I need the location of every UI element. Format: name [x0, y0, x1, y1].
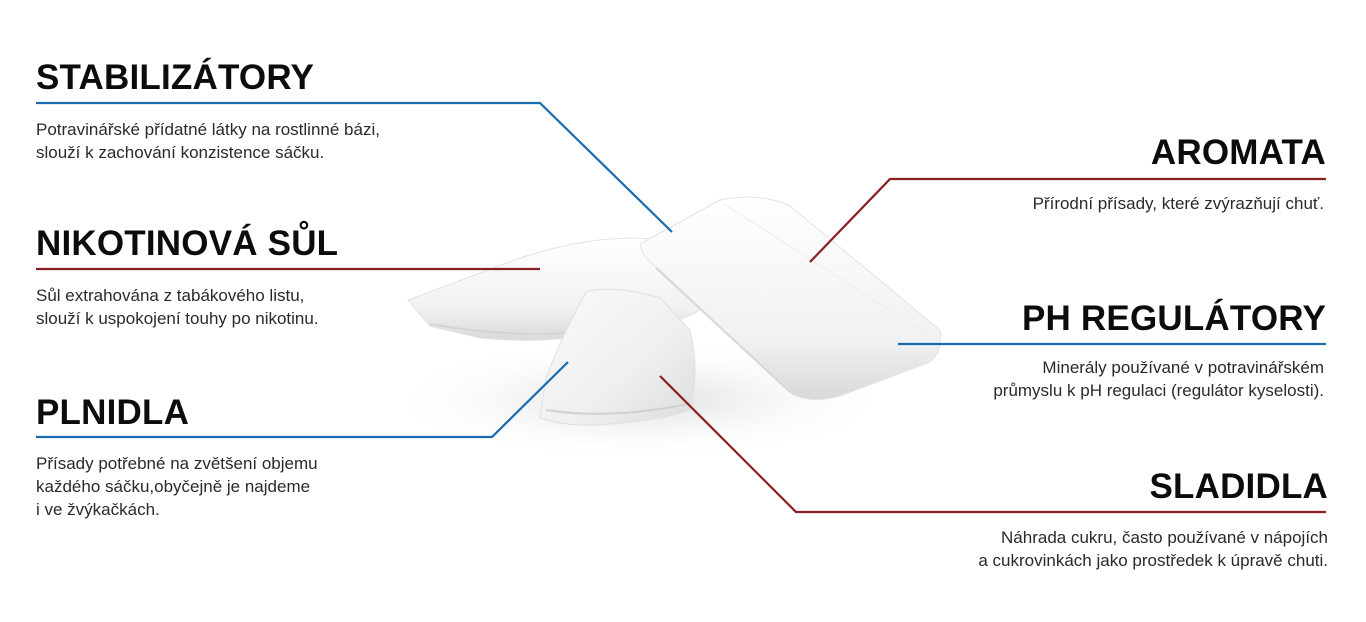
desc-line: Sůl extrahována z tabákového listu,: [36, 284, 319, 307]
heading-ph-regulatory: PH REGULÁTORY: [1022, 299, 1326, 339]
desc-sladidla: Náhrada cukru, často používané v nápojíc…: [978, 526, 1328, 572]
desc-line: a cukrovinkách jako prostředek k úpravě …: [978, 549, 1328, 572]
desc-ph-regulatory: Minerály používané v potravinářském prům…: [993, 356, 1324, 402]
desc-line: Potravinářské přídatné látky na rostlinn…: [36, 118, 380, 141]
heading-stabilizatory: STABILIZÁTORY: [36, 58, 314, 98]
desc-line: každého sáčku,obyčejně je najdeme: [36, 475, 318, 498]
desc-plnidla: Přísady potřebné na zvětšení objemu každ…: [36, 452, 318, 521]
heading-nikotinova-sul: NIKOTINOVÁ SŮL: [36, 224, 338, 264]
desc-line: Minerály používané v potravinářském: [993, 356, 1324, 379]
desc-nikotinova-sul: Sůl extrahována z tabákového listu, slou…: [36, 284, 319, 330]
desc-line: Náhrada cukru, často používané v nápojíc…: [978, 526, 1328, 549]
desc-line: Přísady potřebné na zvětšení objemu: [36, 452, 318, 475]
desc-line: slouží k zachování konzistence sáčku.: [36, 141, 380, 164]
heading-aromata: AROMATA: [1151, 133, 1326, 173]
desc-line: slouží k uspokojení touhy po nikotinu.: [36, 307, 319, 330]
desc-stabilizatory: Potravinářské přídatné látky na rostlinn…: [36, 118, 380, 164]
desc-line: Přírodní přísady, které zvýrazňují chuť.: [1033, 192, 1324, 215]
desc-line: i ve žvýkačkách.: [36, 498, 318, 521]
heading-plnidla: PLNIDLA: [36, 393, 189, 433]
desc-aromata: Přírodní přísady, které zvýrazňují chuť.: [1033, 192, 1324, 215]
desc-line: průmyslu k pH regulaci (regulátor kyselo…: [993, 379, 1324, 402]
heading-sladidla: SLADIDLA: [1149, 467, 1328, 507]
